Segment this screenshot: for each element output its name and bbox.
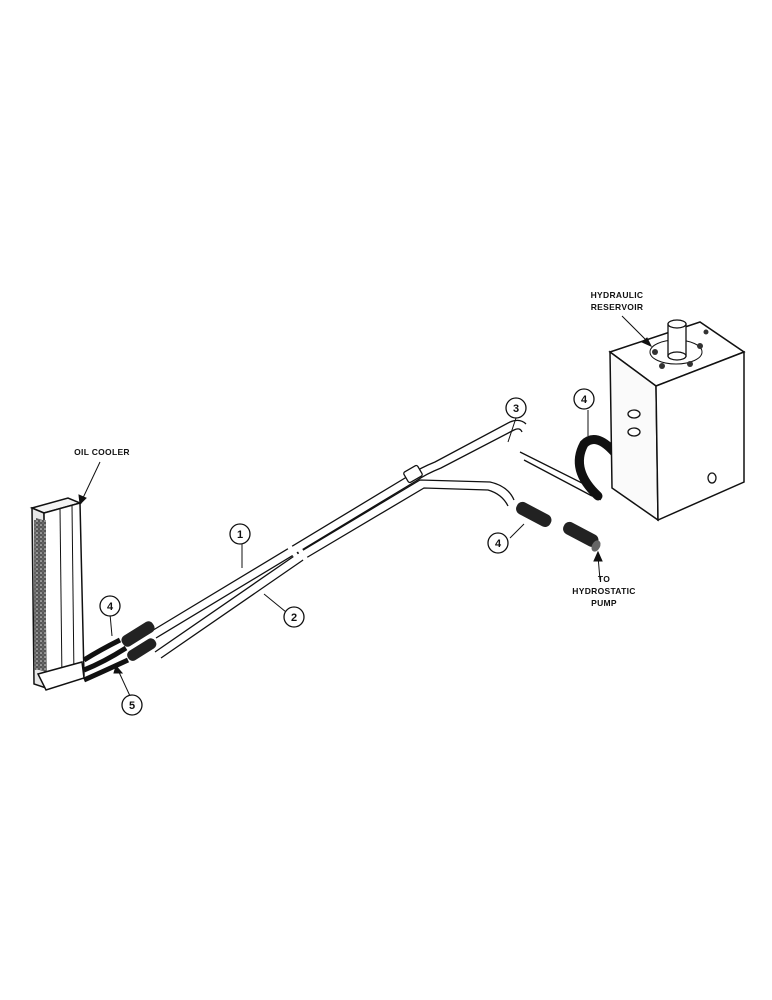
tube-coupling bbox=[403, 464, 423, 484]
callout-3: 3 bbox=[505, 397, 527, 419]
pump-label-line1: TO bbox=[598, 574, 610, 584]
tube-2 bbox=[154, 479, 515, 659]
callout-4-top: 4 bbox=[573, 388, 595, 410]
callout-1: 1 bbox=[229, 523, 251, 545]
leader-lines bbox=[78, 315, 653, 697]
callout-3-number: 3 bbox=[513, 403, 519, 415]
callout-5: 5 bbox=[121, 694, 143, 716]
hydraulic-reservoir bbox=[608, 319, 746, 522]
callout-4-mid: 4 bbox=[487, 532, 509, 554]
pump-hose bbox=[516, 501, 601, 552]
reservoir-label-line1: HYDRAULIC bbox=[591, 290, 644, 300]
callout-4-left-number: 4 bbox=[107, 601, 114, 613]
callout-1-number: 1 bbox=[237, 529, 243, 541]
callout-5-number: 5 bbox=[129, 700, 135, 712]
oil-cooler bbox=[29, 497, 85, 691]
oil-cooler-label: OIL COOLER bbox=[74, 447, 130, 457]
callout-2: 2 bbox=[283, 606, 305, 628]
callout-4-top-number: 4 bbox=[581, 394, 588, 406]
cooler-hoses bbox=[82, 621, 157, 683]
reservoir-hose bbox=[574, 435, 619, 501]
tube-break-marks bbox=[286, 450, 522, 562]
callout-4-left: 4 bbox=[99, 595, 121, 617]
pump-label-line2: HYDROSTATIC bbox=[572, 586, 635, 596]
pump-label-line3: PUMP bbox=[591, 598, 617, 608]
reservoir-label-line2: RESERVOIR bbox=[591, 302, 644, 312]
callout-4-mid-number: 4 bbox=[495, 538, 502, 550]
callout-2-number: 2 bbox=[291, 612, 297, 624]
